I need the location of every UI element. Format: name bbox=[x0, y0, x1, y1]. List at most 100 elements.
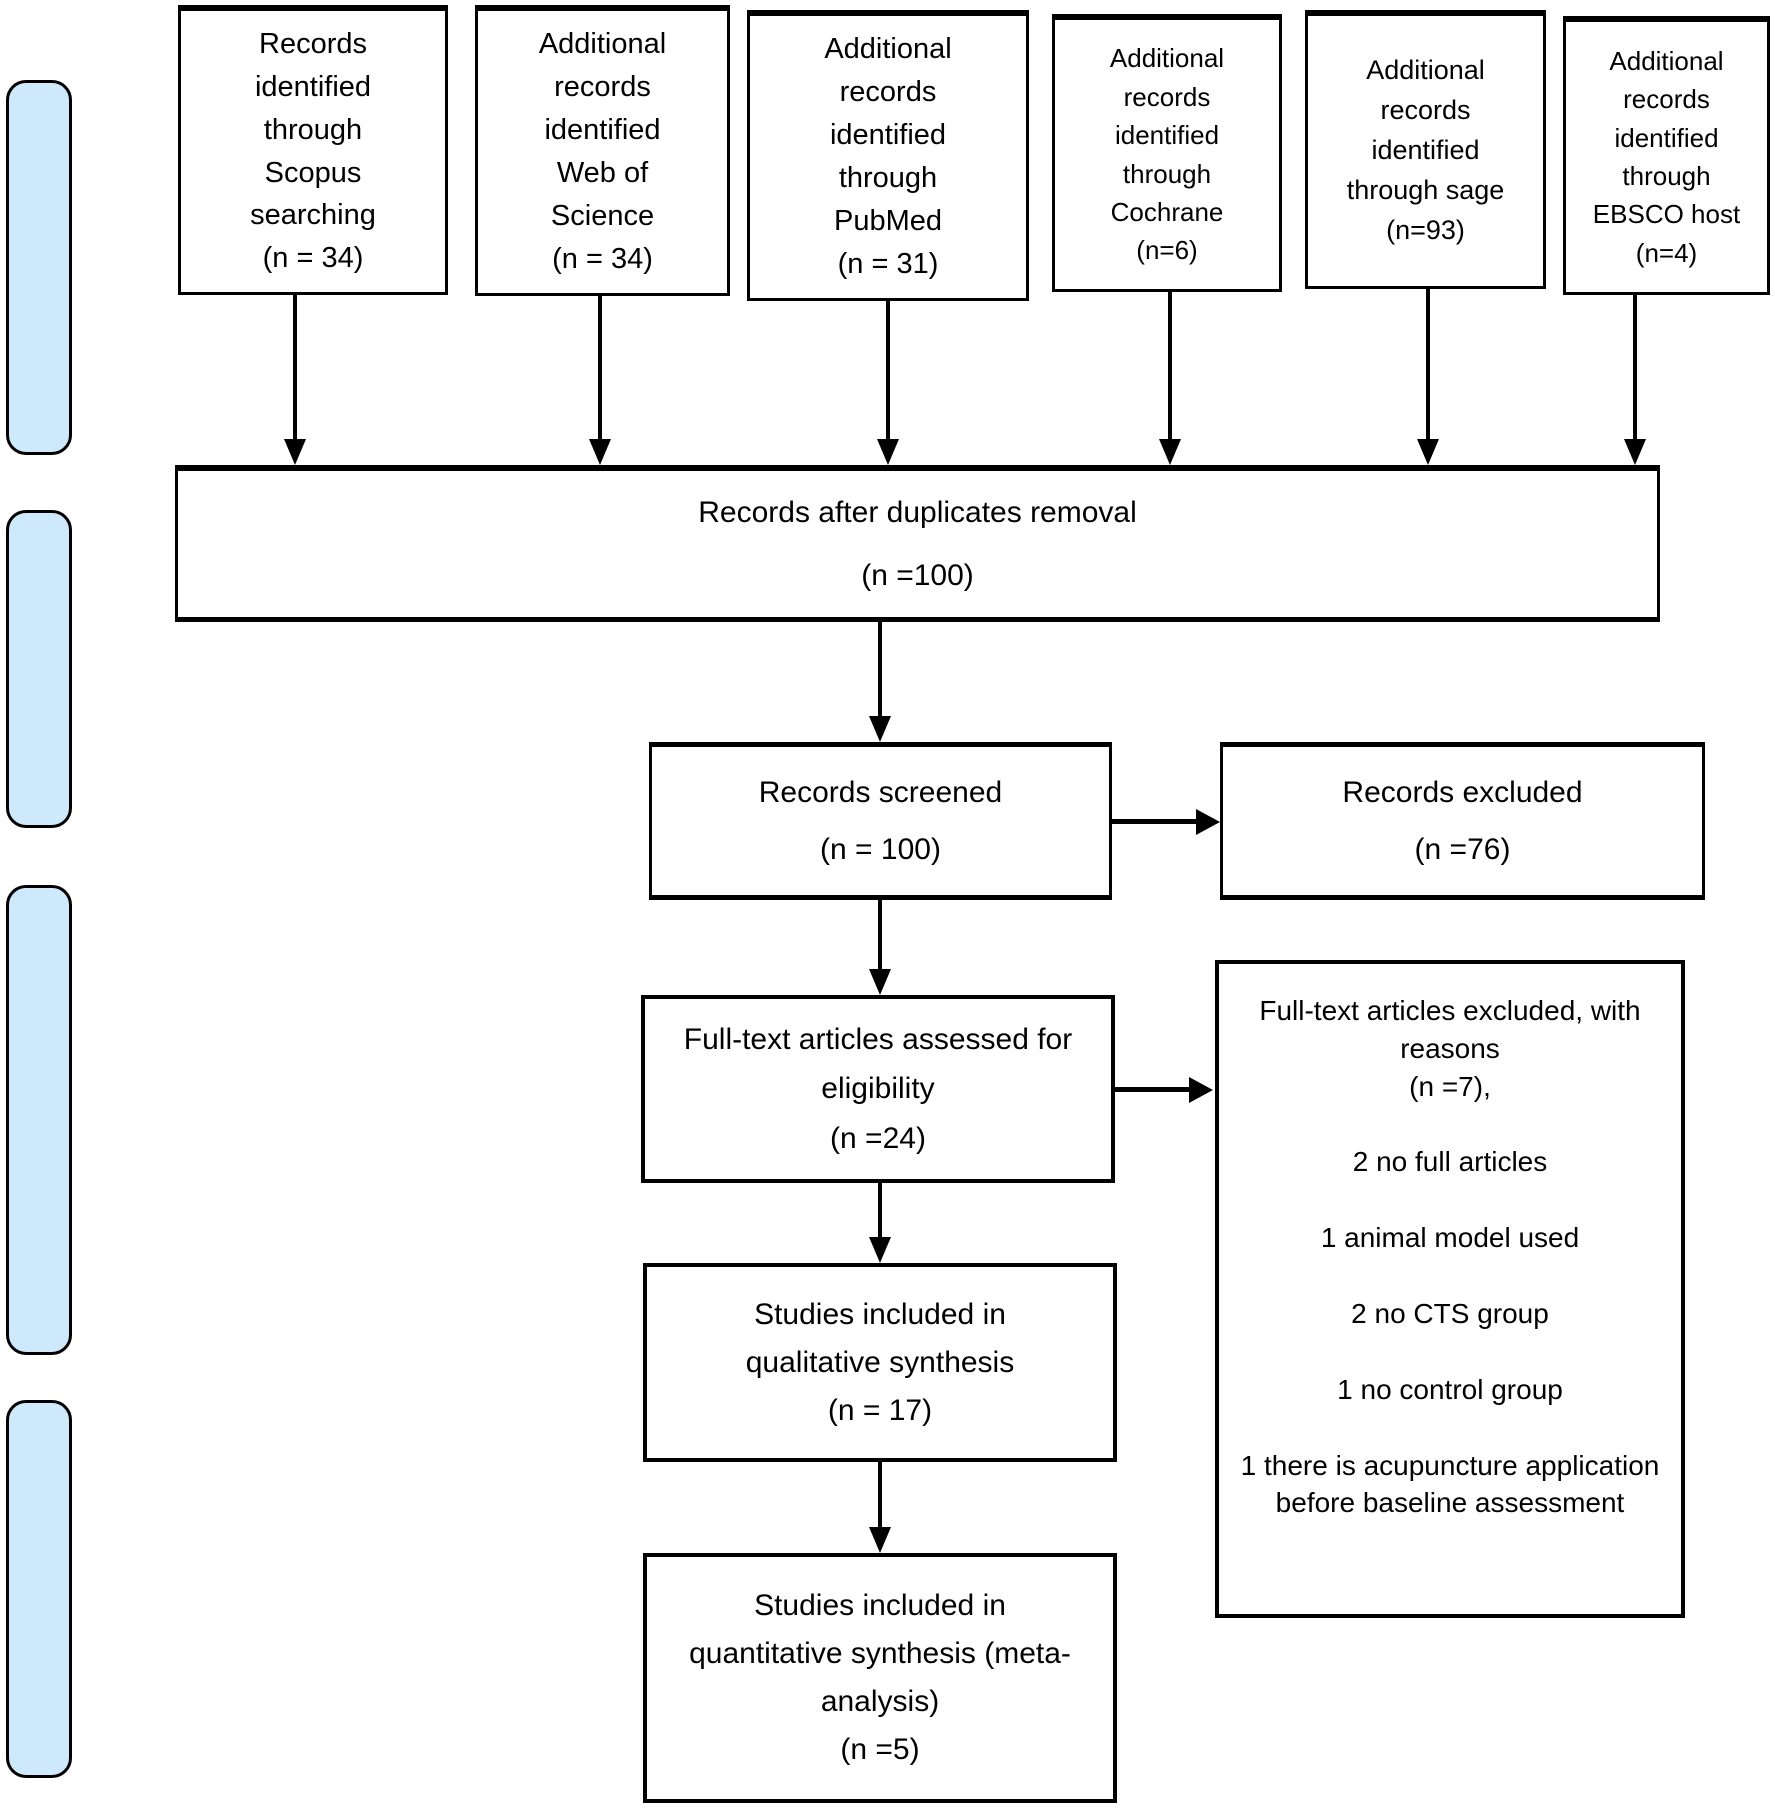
box-text-line: through bbox=[838, 162, 938, 194]
box-text-line: Records screened bbox=[758, 776, 1003, 809]
arrow-line bbox=[878, 1462, 882, 1529]
arrow-line bbox=[293, 295, 297, 441]
box-text-line: Full-text articles assessed for bbox=[683, 1022, 1073, 1056]
box-text-line: eligibility bbox=[821, 1072, 935, 1106]
box-count: (n=4) bbox=[1635, 237, 1698, 268]
phase-bar-3 bbox=[6, 885, 72, 1355]
box-count: (n = 100) bbox=[820, 833, 941, 866]
arrow-line bbox=[1633, 295, 1637, 441]
records-excluded-box: Records excluded (n =76) bbox=[1220, 742, 1705, 900]
box-text-line: Additional bbox=[1366, 55, 1485, 86]
box-text-line: Scopus bbox=[264, 156, 362, 189]
phase-bar-4 bbox=[6, 1400, 72, 1778]
arrow-down-icon bbox=[869, 1237, 891, 1263]
source-box-sage: Additional records identified through sa… bbox=[1305, 10, 1546, 289]
arrow-right-icon bbox=[1196, 809, 1220, 835]
source-box-scopus: Records identified through Scopus search… bbox=[178, 5, 448, 295]
box-text-line: records bbox=[839, 76, 937, 109]
box-text-line: records bbox=[1623, 84, 1710, 115]
box-text-line: identified bbox=[544, 114, 661, 147]
box-text-line: records bbox=[554, 71, 651, 104]
box-text-line: identified bbox=[1114, 120, 1220, 151]
arrow-down-icon bbox=[284, 439, 306, 465]
arrow-down-icon bbox=[877, 439, 899, 465]
box-text-line: identified bbox=[829, 119, 947, 152]
source-box-cochrane: Additional records identified through Co… bbox=[1052, 14, 1282, 292]
arrow-line bbox=[1426, 289, 1430, 441]
box-count: (n = 34) bbox=[552, 242, 653, 275]
quantitative-synthesis-box: Studies included in quantitative synthes… bbox=[643, 1553, 1117, 1803]
box-text-line: records bbox=[1123, 81, 1211, 112]
box-text-line: records bbox=[1380, 95, 1471, 126]
records-screened-box: Records screened (n = 100) bbox=[649, 742, 1112, 900]
source-box-ebsco: Additional records identified through EB… bbox=[1563, 16, 1770, 295]
arrow-down-icon bbox=[869, 1527, 891, 1553]
box-text-line: PubMed bbox=[833, 204, 942, 237]
box-text-line: Additional bbox=[824, 33, 952, 66]
box-text-line: analysis) bbox=[820, 1685, 940, 1718]
box-text-line: Records excluded bbox=[1342, 776, 1583, 809]
arrow-down-icon bbox=[1417, 439, 1439, 465]
box-text-line: Web of bbox=[556, 157, 649, 189]
box-text-line: quantitative synthesis (meta- bbox=[689, 1637, 1071, 1670]
box-count: (n =7), bbox=[1409, 1070, 1491, 1102]
box-text-line: searching bbox=[250, 199, 376, 232]
box-text-line: reasons bbox=[1400, 1032, 1500, 1064]
source-box-pubmed: Additional records identified through Pu… bbox=[747, 10, 1029, 301]
box-text-line: through sage bbox=[1346, 174, 1505, 205]
arrow-down-icon bbox=[869, 969, 891, 995]
box-text-line: Records after duplicates removal bbox=[698, 496, 1137, 529]
box-text-line: Additional bbox=[1609, 45, 1724, 76]
box-count: (n = 34) bbox=[262, 242, 364, 275]
box-text-line: identified bbox=[1614, 122, 1719, 153]
box-text-line: EBSCO host bbox=[1592, 199, 1741, 230]
arrow-line bbox=[878, 622, 882, 718]
arrow-right-icon bbox=[1189, 1077, 1213, 1103]
exclusion-reason-item: 1 there is acupuncture application befor… bbox=[1240, 1449, 1660, 1519]
box-text-line: Cochrane bbox=[1110, 196, 1224, 227]
duplicates-removed-box: Records after duplicates removal (n =100… bbox=[175, 465, 1660, 622]
box-count: (n =24) bbox=[830, 1121, 926, 1155]
exclusion-reason-item: 1 no control group bbox=[1337, 1373, 1563, 1405]
box-text-line: Additional bbox=[538, 28, 667, 61]
box-count: (n=6) bbox=[1136, 235, 1198, 266]
box-count: (n =5) bbox=[840, 1733, 920, 1766]
exclusion-reason-item: 2 no CTS group bbox=[1351, 1297, 1549, 1329]
arrow-line bbox=[1115, 1087, 1191, 1092]
exclusion-reasons-box: Full-text articles excluded, with reason… bbox=[1215, 960, 1685, 1618]
arrow-down-icon bbox=[1624, 439, 1646, 465]
arrow-down-icon bbox=[869, 716, 891, 742]
arrow-down-icon bbox=[1159, 439, 1181, 465]
arrow-line bbox=[1112, 819, 1198, 824]
box-count: (n = 31) bbox=[837, 247, 939, 280]
arrow-down-icon bbox=[589, 439, 611, 465]
arrow-line bbox=[1168, 292, 1172, 441]
box-text-line: Studies included in bbox=[754, 1589, 1006, 1622]
box-text-line: through bbox=[1122, 158, 1212, 189]
box-text-line: through bbox=[1622, 161, 1711, 191]
phase-bar-1 bbox=[6, 80, 72, 455]
arrow-line bbox=[886, 301, 890, 441]
box-text-line: through bbox=[263, 113, 363, 146]
box-count: (n=93) bbox=[1386, 214, 1465, 245]
arrow-line bbox=[878, 1183, 882, 1239]
box-count: (n =100) bbox=[861, 559, 974, 592]
box-text-line: Studies included in bbox=[754, 1297, 1006, 1331]
phase-bar-2 bbox=[6, 510, 72, 828]
full-text-eligibility-box: Full-text articles assessed for eligibil… bbox=[641, 995, 1115, 1183]
box-text-line: Additional bbox=[1109, 43, 1225, 74]
arrow-line bbox=[598, 296, 602, 441]
arrow-line bbox=[878, 900, 882, 971]
box-text-line: identified bbox=[254, 70, 372, 103]
box-count: (n =76) bbox=[1414, 833, 1511, 866]
box-text-line: Records bbox=[259, 27, 367, 60]
source-box-web-of-science: Additional records identified Web of Sci… bbox=[475, 5, 730, 296]
box-text-line: Full-text articles excluded, with bbox=[1259, 995, 1641, 1026]
box-text-line: identified bbox=[1371, 135, 1480, 166]
exclusion-reason-item: 1 animal model used bbox=[1320, 1222, 1580, 1254]
exclusion-reason-item: 2 no full articles bbox=[1352, 1146, 1548, 1178]
box-text-line: Science bbox=[550, 199, 655, 232]
qualitative-synthesis-box: Studies included in qualitative synthesi… bbox=[643, 1263, 1117, 1462]
box-text-line: qualitative synthesis bbox=[745, 1345, 1015, 1379]
